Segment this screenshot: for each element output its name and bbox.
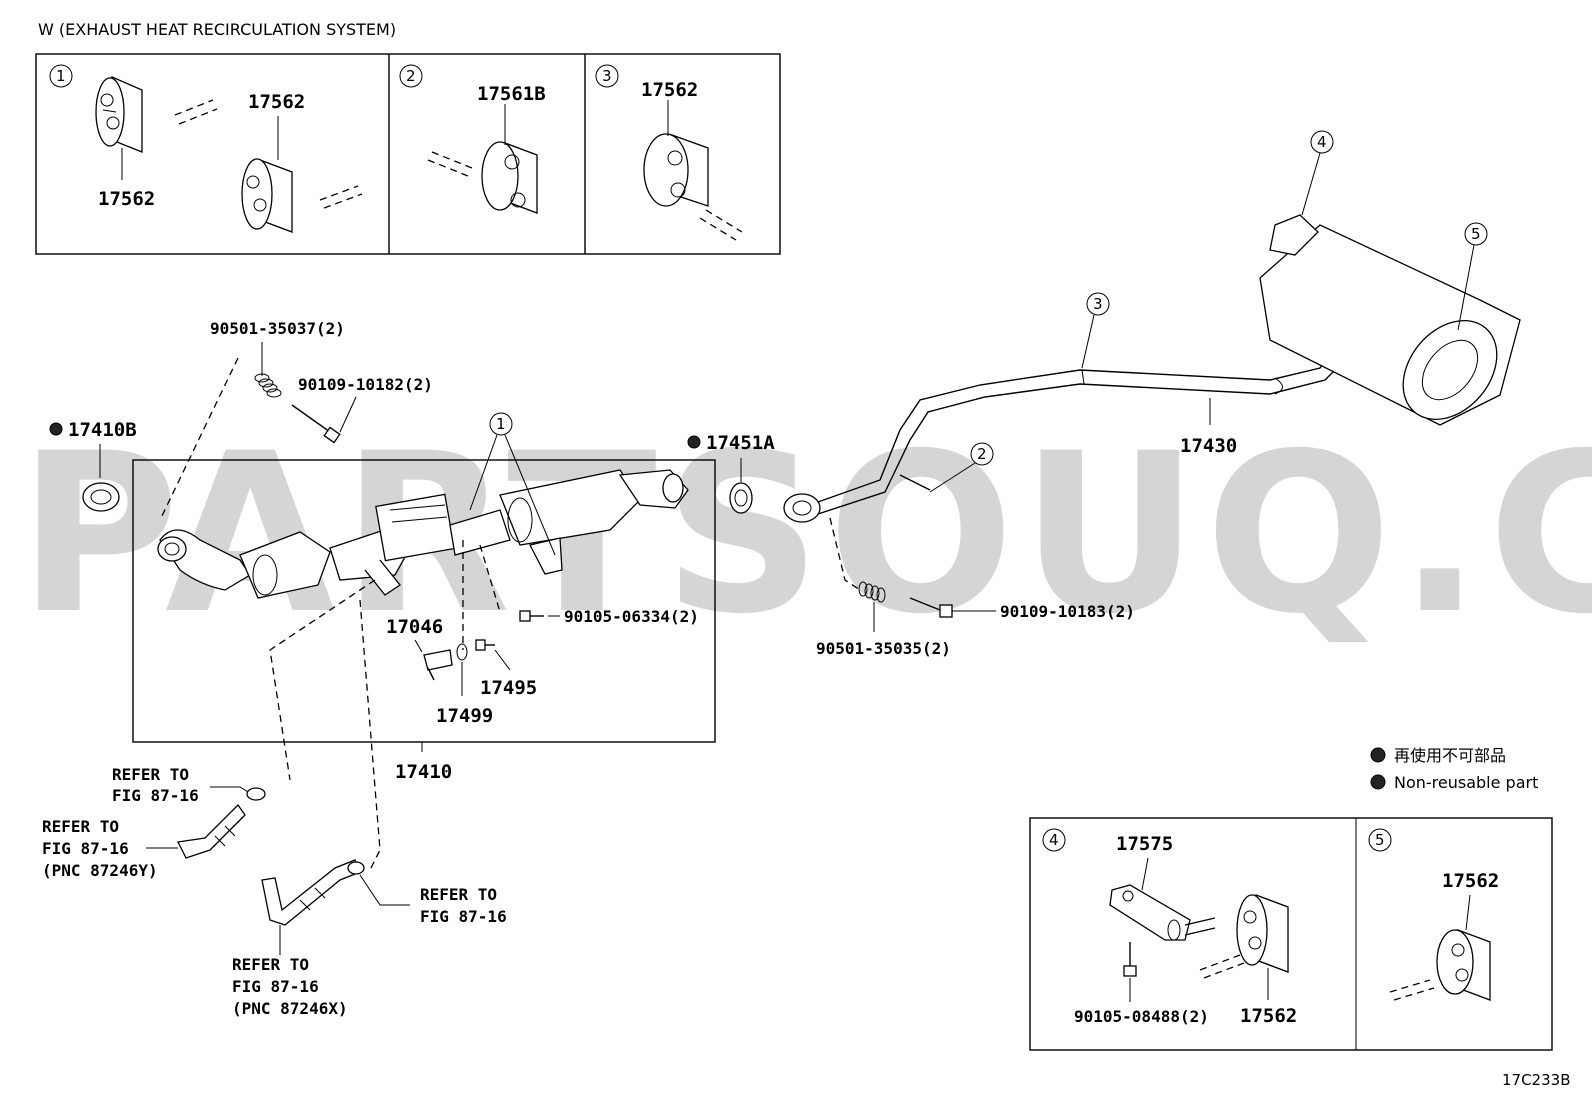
part-label: 17562 [641, 79, 698, 101]
part-label-17046: 17046 [386, 616, 443, 638]
inset-panel-top: 1 17562 17562 [35, 53, 781, 255]
part-label: 90105-08488(2) [1074, 1007, 1209, 1026]
svg-text:FIG 87-16: FIG 87-16 [42, 839, 129, 858]
o-ring-icon [456, 643, 468, 661]
inset-2-number: 2 [406, 67, 416, 85]
svg-text:REFER TO: REFER TO [232, 955, 309, 974]
legend-jp: 再使用不可部品 [1394, 746, 1506, 765]
hose-icon [177, 803, 246, 859]
non-reusable-dot [687, 435, 701, 449]
part-label: 17561B [477, 83, 546, 105]
part-label-90501-35037: 90501-35037(2) [210, 319, 345, 338]
inset-1: 1 17562 17562 [49, 64, 363, 233]
refer-note-1: REFER TO FIG 87-16 [112, 765, 266, 805]
svg-text:FIG 87-16: FIG 87-16 [420, 907, 507, 926]
refer-note-3: REFER TO FIG 87-16 [359, 874, 507, 926]
tail-pipe-muffler-icon [783, 214, 1521, 523]
rubber-hanger-icon [241, 158, 293, 233]
bolt-icon [519, 610, 544, 622]
svg-text:(PNC 87246Y): (PNC 87246Y) [42, 861, 158, 880]
svg-text:REFER TO: REFER TO [42, 817, 119, 836]
svg-text:REFER TO: REFER TO [112, 765, 189, 784]
gasket-icon [82, 482, 120, 512]
svg-text:FIG 87-16: FIG 87-16 [112, 786, 199, 805]
svg-text:(PNC 87246X): (PNC 87246X) [232, 999, 348, 1018]
part-label-17410: 17410 [395, 761, 452, 783]
rubber-hanger-icon [1436, 929, 1491, 1001]
part-label: 17562 [248, 91, 305, 113]
spring-icon [254, 373, 282, 398]
inset-1-number: 1 [56, 67, 66, 85]
svg-text:REFER TO: REFER TO [420, 885, 497, 904]
sensor-bracket-icon [423, 649, 453, 681]
callout-5: 5 [1471, 225, 1481, 243]
front-pipe-converter-icon [157, 469, 689, 599]
non-reusable-dot [49, 422, 63, 436]
part-label: 17562 [98, 188, 155, 210]
inset-5-number: 5 [1375, 831, 1385, 849]
rubber-hanger-icon [1236, 894, 1289, 973]
callout-3: 3 [1093, 295, 1103, 313]
inset-4-number: 4 [1049, 831, 1059, 849]
part-label: 17575 [1116, 833, 1173, 855]
part-label-17430: 17430 [1180, 435, 1237, 457]
legend-en: Non-reusable part [1394, 773, 1538, 792]
watermark: PARTSOUQ.COM [18, 406, 1592, 662]
inset-4: 4 17575 90105-08488(2) [1042, 828, 1297, 1027]
callout-2: 2 [977, 445, 987, 463]
hose-icon [261, 859, 365, 926]
inset-2: 2 17561B [399, 64, 546, 214]
part-label-17495: 17495 [480, 677, 537, 699]
refer-note-4: REFER TO FIG 87-16 (PNC 87246X) [232, 925, 348, 1018]
part-label: 17562 [1442, 870, 1499, 892]
diagram-title: W (EXHAUST HEAT RECIRCULATION SYSTEM) [38, 20, 396, 39]
part-label-90109-10182: 90109-10182(2) [298, 375, 433, 394]
figure-code: 17C233B [1502, 1071, 1570, 1089]
part-label-90105-06334: 90105-06334(2) [564, 607, 699, 626]
bolt-icon [909, 597, 953, 618]
part-label: 17562 [1240, 1005, 1297, 1027]
gasket-icon [729, 482, 753, 514]
rubber-hanger-icon [643, 133, 709, 207]
assembly-box [132, 459, 716, 743]
part-label-17499: 17499 [436, 705, 493, 727]
inset-5: 5 17562 [1368, 828, 1499, 1001]
spring-icon [858, 581, 886, 603]
callout-4: 4 [1317, 133, 1327, 151]
bolt-icon [475, 639, 495, 651]
rubber-hanger-icon [95, 76, 143, 153]
part-label-90501-35035: 90501-35035(2) [816, 639, 951, 658]
callout-1: 1 [496, 415, 506, 433]
legend: 再使用不可部品 Non-reusable part [1370, 746, 1538, 792]
part-label-17451A: 17451A [706, 432, 775, 454]
refer-note-2: REFER TO FIG 87-16 (PNC 87246Y) [42, 817, 178, 880]
bracket-icon [1109, 884, 1216, 941]
inset-panel-bottom: 4 17575 90105-08488(2) [1029, 817, 1553, 1051]
bolt-icon [1123, 942, 1137, 977]
part-label-17410B: 17410B [68, 419, 137, 441]
svg-text:FIG 87-16: FIG 87-16 [232, 977, 319, 996]
rubber-hanger-icon [481, 141, 538, 214]
inset-3: 3 17562 [595, 64, 743, 241]
inset-3-number: 3 [602, 67, 612, 85]
bolt-icon [291, 404, 341, 444]
part-label-90109-10183: 90109-10183(2) [1000, 602, 1135, 621]
